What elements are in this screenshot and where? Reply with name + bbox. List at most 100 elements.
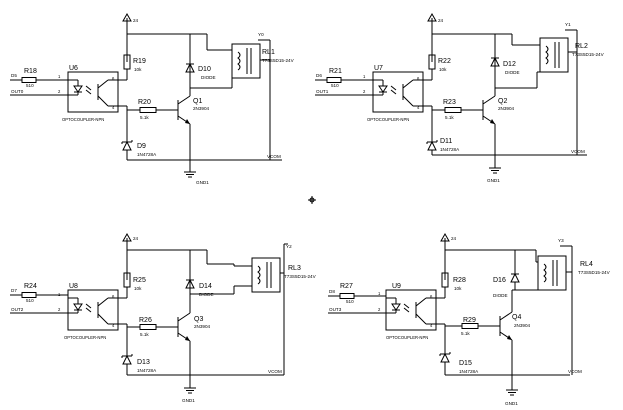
optocoupler-part: OPTOCOUPLER-NPN [367, 117, 409, 122]
pull-up-resistor-ref: R22 [438, 58, 451, 65]
svg-text:4: 4 [417, 105, 420, 110]
ground-label: GND1 [196, 180, 209, 185]
svg-text:4: 4 [112, 105, 115, 110]
svg-text:1: 1 [58, 292, 61, 297]
output-net-label: OUT2 [11, 307, 24, 312]
svg-text:2: 2 [363, 89, 366, 94]
flyback-diode: D16 DIODE [493, 250, 520, 298]
zener-diode: D15 1N4728A [439, 352, 479, 375]
flyback-diode: D12 DIODE [490, 34, 520, 88]
input-resistor-ref: R21 [329, 68, 342, 75]
optocoupler-ref: U7 [374, 65, 383, 72]
optocoupler: U7 OPTOCOUPLER-NPN 1 2 6 4 [363, 65, 432, 122]
transistor-part: 2N3904 [193, 106, 210, 111]
svg-text:2: 2 [58, 307, 61, 312]
relay-output-label: Y1 [565, 22, 571, 27]
input-resistor-ref: R27 [340, 283, 353, 290]
ground-label: GND1 [487, 178, 500, 183]
svg-text:1: 1 [378, 291, 381, 296]
vcom-label: VCOM [267, 154, 281, 159]
flyback-diode-part: DIODE [201, 75, 216, 80]
relay-ref: RL1 [262, 49, 275, 56]
input-section: D5 R18 510 OUT0 [10, 68, 68, 96]
relay-ref: RL4 [580, 261, 593, 268]
driver-circuit-4: 24 D8 R27 510 OUT3 U9 OPTOCOUPLER-NPN 1 … [328, 232, 611, 406]
vcc-label: 24 [133, 18, 139, 23]
ground-label: GND1 [505, 401, 518, 406]
input-section: D7 R24 510 OUT2 [10, 283, 68, 314]
base-resistor-ref: R20 [138, 99, 151, 106]
input-resistor-value: 510 [26, 298, 34, 303]
input-net-label: D5 [11, 73, 17, 78]
input-resistor-ref: R18 [24, 68, 37, 75]
relay: RL4 T73S5D15-24V Y3 [515, 238, 611, 375]
pull-up-resistor-ref: R19 [133, 58, 146, 65]
vcc-label: 24 [451, 236, 457, 241]
transistor-part: 2N3904 [194, 324, 211, 329]
optocoupler-part: OPTOCOUPLER-NPN [64, 335, 106, 340]
optocoupler-ref: U6 [69, 65, 78, 72]
pull-up-resistor: R28 10k [441, 272, 466, 298]
zener-diode-ref: D15 [459, 360, 472, 367]
input-resistor-value: 510 [346, 299, 354, 304]
optocoupler: U9 OPTOCOUPLER-NPN 1 2 6 4 [378, 283, 445, 340]
output-net-label: OUT3 [329, 307, 342, 312]
base-resistor-value: 5.1k [140, 332, 149, 337]
npn-transistor: Q1 2N3904 [177, 50, 210, 130]
ground-label: GND1 [182, 398, 195, 403]
relay-part: T73S5D15-24V [572, 52, 605, 57]
input-resistor-ref: R24 [24, 283, 37, 290]
relay-output-label: Y2 [286, 244, 292, 249]
svg-text:1: 1 [58, 74, 61, 79]
relay-part: T73S5D15-24V [578, 270, 611, 275]
npn-transistor: Q3 2N3904 [177, 268, 211, 348]
ground-symbol: GND1 [182, 348, 196, 403]
base-resistor: R23 5.1k [443, 99, 462, 120]
transistor-ref: Q3 [194, 316, 203, 323]
relay-output-label: Y0 [258, 32, 264, 37]
input-resistor [21, 77, 37, 83]
svg-text:2: 2 [378, 307, 381, 312]
pull-up-resistor-value: 10k [134, 286, 142, 291]
svg-text:6: 6 [430, 294, 433, 299]
flyback-diode: D10 DIODE [185, 34, 216, 88]
zener-diode-ref: D11 [440, 138, 452, 145]
supply-24v: 24 [122, 12, 207, 62]
base-resistor-ref: R23 [443, 99, 456, 106]
svg-text:6: 6 [112, 76, 115, 81]
input-section: D8 R27 510 OUT3 [328, 283, 386, 314]
crosshair-icon [308, 196, 316, 204]
relay: RL3 T73S5D15-24V Y2 [206, 243, 317, 375]
zener-diode-part: 1N4728A [459, 369, 479, 374]
relay-ref: RL3 [288, 265, 301, 272]
transistor-part: 2N3904 [514, 323, 531, 328]
vcom-label: VCOM [571, 149, 585, 154]
ground-symbol: GND1 [184, 130, 209, 185]
svg-text:2: 2 [58, 89, 61, 94]
input-net-label: D7 [11, 288, 17, 293]
zener-diode: D11 1N4728A [426, 138, 460, 155]
relay-ref: RL2 [575, 43, 588, 50]
optocoupler: U8 OPTOCOUPLER-NPN 1 2 6 4 [58, 283, 127, 340]
transistor-ref: Q2 [498, 98, 507, 105]
pull-up-resistor-ref: R25 [133, 277, 146, 284]
npn-transistor: Q4 2N3904 [499, 290, 531, 348]
supply-24v: 24 [122, 232, 207, 280]
vcc-label: 24 [133, 236, 139, 241]
base-resistor-value: 5.1k [461, 331, 470, 336]
input-net-label: D8 [329, 289, 335, 294]
transistor-ref: Q4 [512, 314, 521, 321]
flyback-diode-ref: D16 [493, 277, 506, 284]
base-resistor-ref: R26 [139, 317, 152, 324]
flyback-diode-part: DIODE [493, 293, 508, 298]
flyback-diode: D14 DIODE [185, 250, 214, 297]
svg-text:4: 4 [112, 323, 115, 328]
driver-circuit-2: 24 D6 R21 510 OUT1 U7 OPTOCOUPLER-NPN 1 … [315, 12, 605, 183]
base-resistor-value: 5.1k [445, 115, 454, 120]
pull-up-resistor: R25 10k [123, 272, 146, 298]
pull-up-resistor: R19 10k [123, 54, 146, 80]
base-resistor: R26 5.1k [139, 317, 157, 337]
zener-diode: D13 1N4728A [121, 354, 157, 375]
ground-symbol: GND1 [487, 130, 501, 183]
